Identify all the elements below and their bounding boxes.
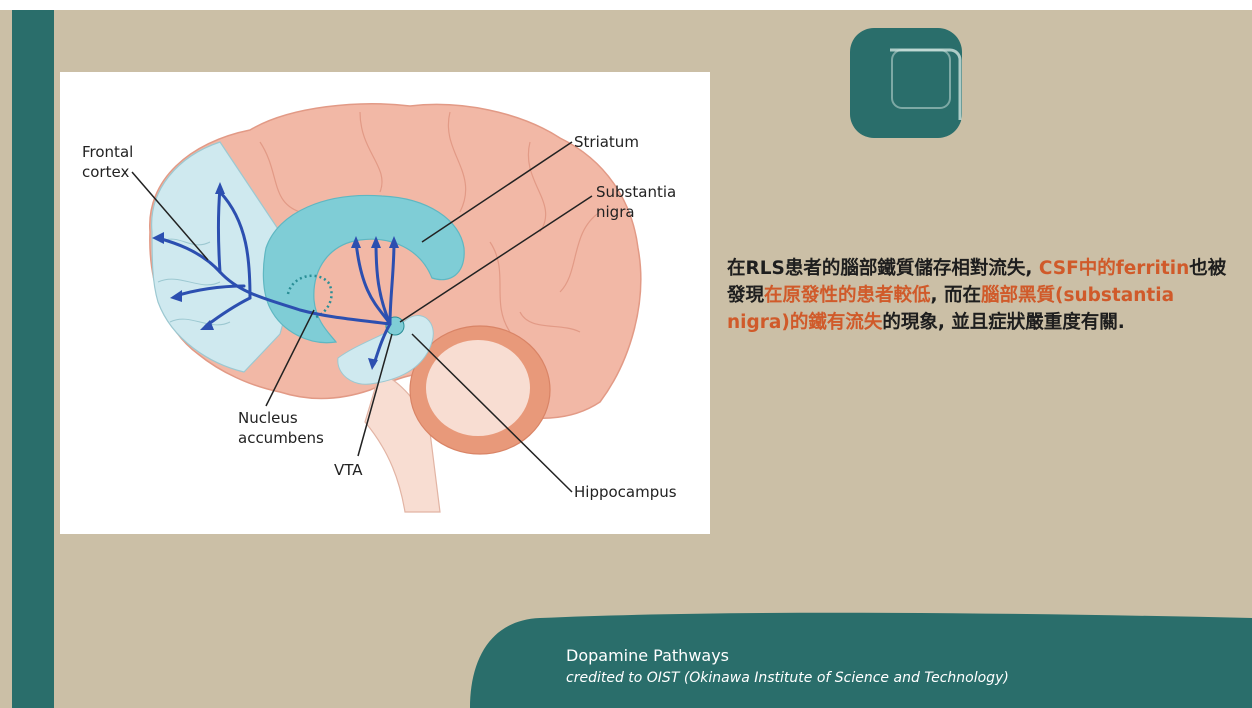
caption-credit: credited to OIST (Okinawa Institute of S…	[566, 670, 1009, 686]
caption-title: Dopamine Pathways	[566, 646, 729, 665]
